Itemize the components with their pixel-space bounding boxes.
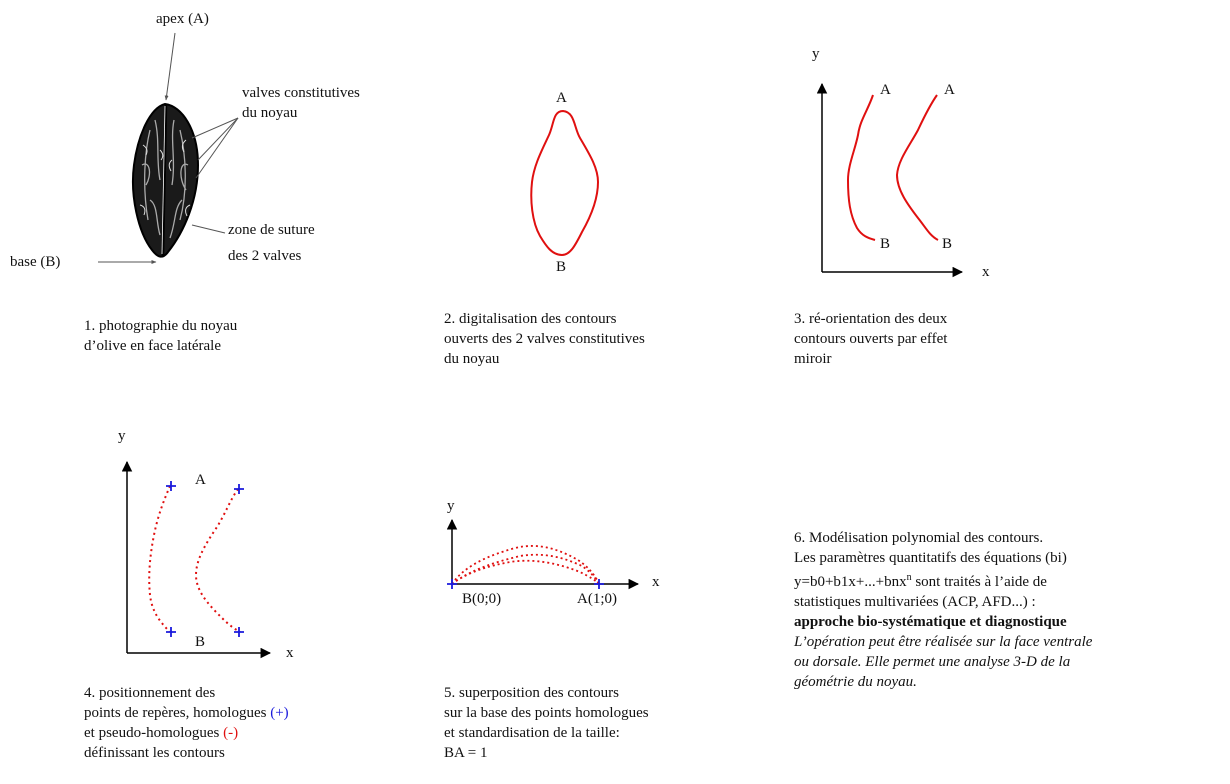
- suture-label-line2: des 2 valves: [228, 248, 302, 264]
- panel5-label-b: B(0;0): [462, 591, 502, 607]
- landmark-plus-4: [234, 627, 244, 637]
- panel1-pointer-lines: [98, 32, 239, 264]
- panel4-axis-x: x: [286, 645, 294, 661]
- landmark-plus-2: [234, 484, 244, 494]
- panel5-label-a: A(1;0): [577, 591, 617, 607]
- panel3-label-b1: B: [880, 236, 891, 252]
- panel2-caption: 2. digitalisation des contours ouverts d…: [444, 311, 645, 367]
- panel5-axis-y: y: [447, 498, 455, 514]
- panel4-label-b: B: [195, 634, 206, 650]
- landmark-markers: [166, 481, 244, 637]
- panel3-caption: 3. ré-orientation des deux contours ouve…: [794, 311, 948, 367]
- pseudo-homologous-symbol: (-): [223, 725, 239, 741]
- panel2-label-a: A: [556, 90, 567, 106]
- panel3-axis-x: x: [982, 264, 990, 280]
- panel3-axis-y: y: [812, 46, 820, 62]
- panel4-axis-y: y: [118, 428, 126, 444]
- panel3-axes: [816, 82, 964, 278]
- superposed-contour-2: [451, 553, 600, 585]
- panel1-caption: 1. photographie du noyau d’olive en face…: [84, 318, 238, 354]
- landmark-plus-1: [166, 481, 176, 491]
- panel5-caption: 5. superposition des contours sur la bas…: [444, 685, 649, 761]
- approach-heading: approche bio-systématique et diagnostiqu…: [794, 614, 1067, 630]
- base-label: base (B): [10, 254, 61, 270]
- panel5-axis-x: x: [652, 574, 660, 590]
- dotted-contour-left: [148, 485, 171, 633]
- panel3-label-a2: A: [944, 82, 955, 98]
- suture-label-line1: zone de suture: [228, 222, 315, 238]
- landmark-plus-b: [447, 579, 457, 589]
- panel5-axes: [446, 518, 640, 590]
- superposed-landmarks: [447, 579, 604, 589]
- valves-label-line1: valves constitutives: [242, 85, 360, 101]
- homologous-symbol: (+): [270, 705, 289, 721]
- panel4-caption: 4. positionnement des points de repères,…: [84, 685, 289, 761]
- superposed-contour-1: [451, 545, 600, 585]
- valves-label-line2: du noyau: [242, 105, 298, 121]
- panel6-text: 6. Modélisation polynomial des contours.…: [794, 530, 1093, 690]
- olive-stone-drawing: [131, 102, 200, 258]
- digitized-contour: [530, 109, 600, 257]
- reoriented-contour-left: [846, 94, 876, 241]
- panel3-label-a1: A: [880, 82, 891, 98]
- panel3-label-b2: B: [942, 236, 953, 252]
- panel4-label-a: A: [195, 472, 206, 488]
- superposed-contour-3: [451, 559, 600, 585]
- apex-label: apex (A): [156, 11, 209, 27]
- dotted-contour-right: [194, 488, 241, 633]
- panel4-axes: [121, 460, 272, 659]
- reoriented-contour-right: [895, 94, 939, 241]
- panel2-label-b: B: [556, 259, 567, 275]
- landmark-plus-a: [594, 579, 604, 589]
- landmark-plus-3: [166, 627, 176, 637]
